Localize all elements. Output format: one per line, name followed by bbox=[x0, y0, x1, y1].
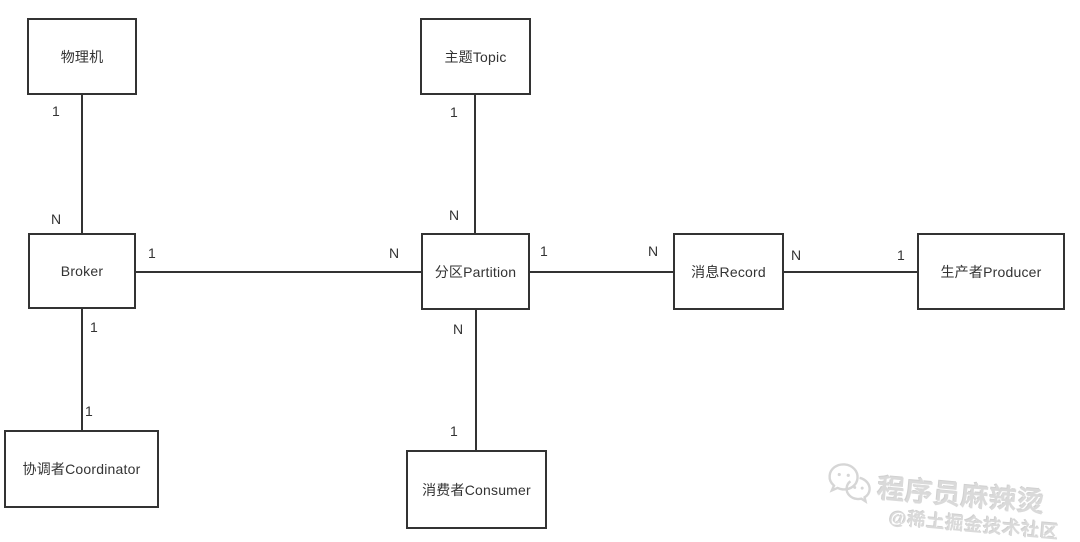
entity-consumer: 消费者Consumer bbox=[406, 450, 547, 529]
cardinality-label: 1 bbox=[52, 103, 60, 119]
cardinality-label: N bbox=[648, 243, 659, 259]
cardinality-label: N bbox=[791, 247, 802, 263]
entity-record: 消息Record bbox=[673, 233, 784, 310]
watermark: 程序员麻辣烫 @稀土掘金技术社区 bbox=[822, 460, 1063, 542]
entity-coordinator: 协调者Coordinator bbox=[4, 430, 159, 508]
cardinality-label: 1 bbox=[897, 247, 905, 263]
cardinality-label: 1 bbox=[450, 104, 458, 120]
entity-broker: Broker bbox=[28, 233, 136, 309]
cardinality-label: 1 bbox=[85, 403, 93, 419]
cardinality-label: N bbox=[449, 207, 460, 223]
cardinality-label: 1 bbox=[148, 245, 156, 261]
cardinality-label: 1 bbox=[450, 423, 458, 439]
cardinality-label: N bbox=[453, 321, 464, 337]
entity-physical-machine: 物理机 bbox=[27, 18, 137, 95]
cardinality-label: 1 bbox=[90, 319, 98, 335]
cardinality-label: 1 bbox=[540, 243, 548, 259]
entity-topic: 主题Topic bbox=[420, 18, 531, 95]
cardinality-label: N bbox=[389, 245, 400, 261]
entity-partition: 分区Partition bbox=[421, 233, 530, 310]
chat-bubbles-icon bbox=[828, 463, 871, 505]
cardinality-label: N bbox=[51, 211, 62, 227]
entity-producer: 生产者Producer bbox=[917, 233, 1065, 310]
